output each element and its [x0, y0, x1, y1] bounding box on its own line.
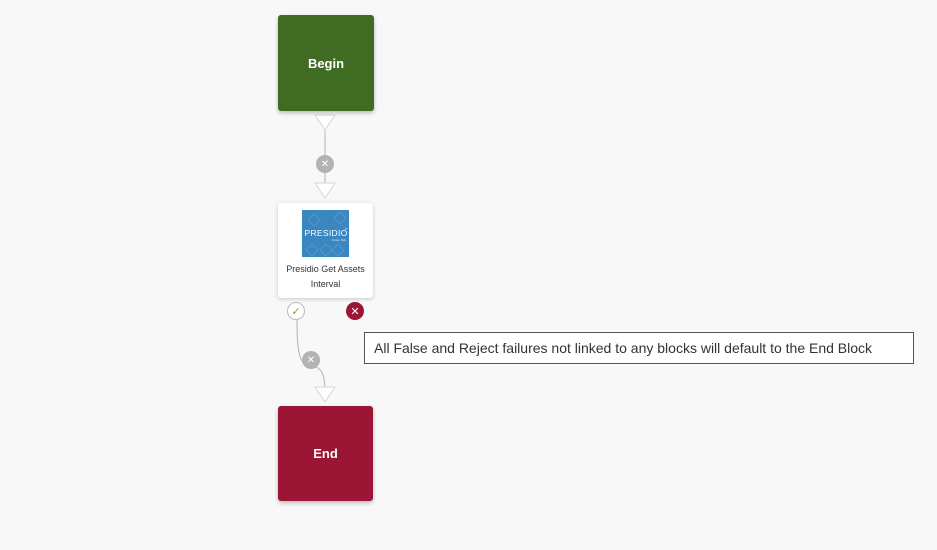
close-icon: ✕: [350, 305, 360, 318]
begin-block[interactable]: Begin: [278, 15, 374, 111]
remove-connection-success-end[interactable]: ✕: [302, 351, 320, 369]
logo-text: PRESIDIO: [305, 228, 348, 238]
close-icon: ✕: [306, 354, 316, 366]
input-arrow-action[interactable]: [314, 182, 336, 199]
presidio-logo-image: PRESIDIO ® Future. Built.: [302, 210, 349, 257]
failure-port[interactable]: ✕: [346, 302, 364, 320]
logo-mark: ®: [345, 227, 348, 231]
close-icon: ✕: [320, 158, 330, 170]
input-arrow-end[interactable]: [314, 386, 336, 403]
success-port[interactable]: ✓: [287, 302, 305, 320]
end-block[interactable]: End: [278, 406, 373, 501]
end-block-label: End: [313, 446, 338, 461]
action-block-label: Presidio Get Assets Interval: [286, 264, 365, 289]
action-block-presidio[interactable]: PRESIDIO ® Future. Built. Presidio Get A…: [278, 203, 373, 298]
logo-subtext: Future. Built.: [332, 238, 347, 242]
output-arrow-begin[interactable]: [314, 114, 336, 131]
presidio-logo: PRESIDIO ® Future. Built.: [302, 210, 349, 257]
failure-tooltip: All False and Reject failures not linked…: [364, 332, 914, 364]
begin-block-label: Begin: [307, 55, 345, 71]
check-icon: ✓: [291, 305, 301, 318]
remove-connection-begin-action[interactable]: ✕: [316, 155, 334, 173]
